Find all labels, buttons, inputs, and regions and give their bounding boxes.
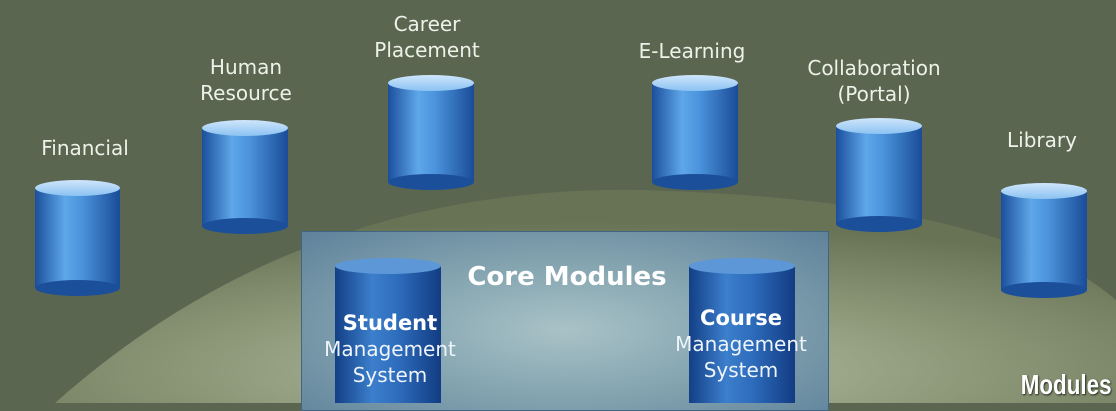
label-library: Library bbox=[1007, 128, 1077, 152]
course-label: Course bbox=[700, 306, 782, 330]
course-management-text: Course Management System bbox=[675, 306, 807, 382]
cylinder-course-management bbox=[689, 258, 795, 403]
label-financial: Financial bbox=[41, 136, 129, 160]
corner-modules-label: Modules bbox=[1021, 369, 1112, 400]
student-management-text: Student Management System bbox=[324, 311, 456, 387]
cylinder-e-learning bbox=[652, 75, 738, 190]
cylinder-library bbox=[1001, 183, 1087, 298]
cylinder-career-placement bbox=[388, 75, 474, 190]
cylinder-student-management bbox=[335, 258, 441, 403]
cylinder-human-resource bbox=[202, 120, 288, 234]
student-label: Student bbox=[342, 311, 438, 335]
cylinder-financial bbox=[35, 180, 120, 296]
core-modules-title: Core Modules bbox=[467, 262, 667, 292]
label-human-resource: Human Resource bbox=[200, 55, 292, 105]
label-e-learning: E-Learning bbox=[638, 39, 746, 63]
cylinder-collaboration bbox=[836, 118, 922, 232]
label-career-placement: Career Placement bbox=[374, 12, 480, 62]
label-collaboration: Collaboration (Portal) bbox=[807, 56, 941, 106]
